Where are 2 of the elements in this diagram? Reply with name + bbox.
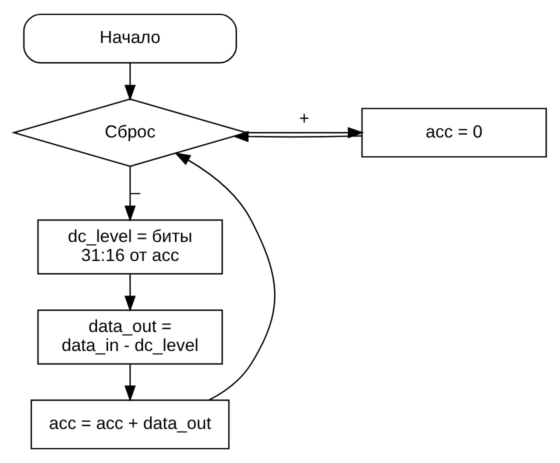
edge-label: – [130,182,140,202]
edge-label: + [299,108,310,128]
